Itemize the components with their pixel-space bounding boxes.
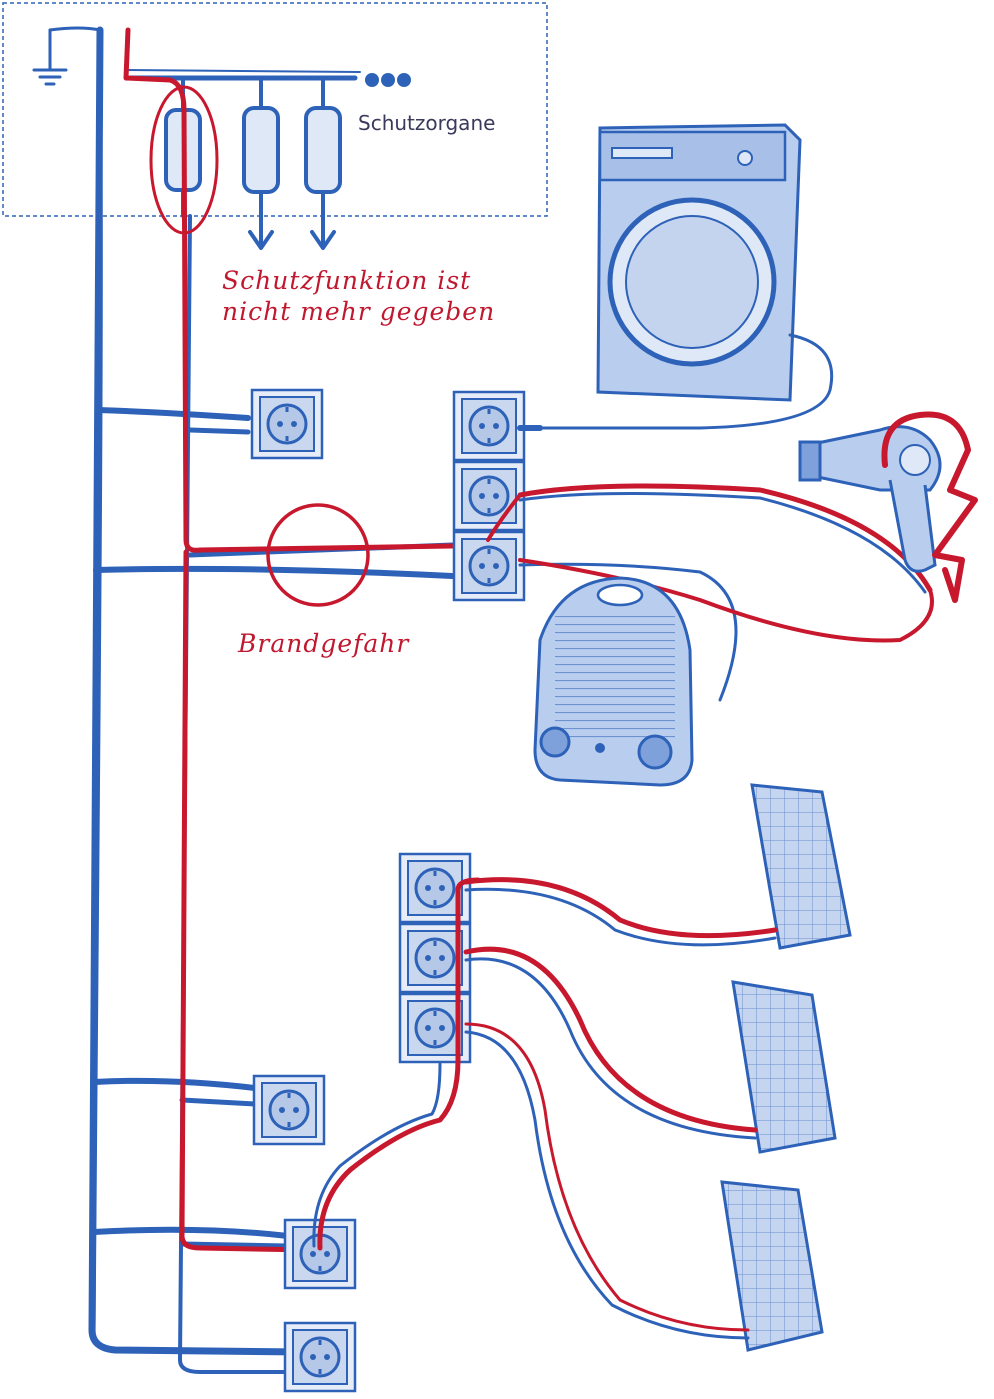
- fuse-icon: [242, 76, 280, 250]
- protection-warning-line1: Schutzfunktion ist: [222, 266, 471, 295]
- ellipsis-dots-icon: [365, 73, 411, 87]
- distribution-box: [2, 2, 548, 217]
- fan-heater-icon: [533, 576, 694, 787]
- red-overload-line: [123, 27, 455, 1253]
- fuse-warning-circle: [149, 85, 219, 235]
- fuse-icon: [304, 76, 342, 250]
- solar-panel-icon: [750, 783, 852, 950]
- solar-panel-icon: [731, 980, 837, 1154]
- socket-icon: [283, 1321, 357, 1393]
- lightning-bolt-icon: [881, 411, 978, 603]
- ground-symbol-icon: [32, 26, 102, 86]
- socket-icon: [452, 390, 526, 462]
- protection-warning-line2: nicht mehr gegeben: [222, 297, 495, 326]
- extension-cord: [312, 877, 481, 1251]
- socket-icon: [250, 388, 324, 460]
- socket-icon: [452, 530, 526, 602]
- fire-hazard-label: Brandgefahr: [237, 629, 410, 658]
- hair-dryer-icon: [798, 425, 942, 573]
- triple-socket-upper: [452, 390, 526, 602]
- socket-icon: [252, 1074, 326, 1146]
- socket-icon: [452, 460, 526, 532]
- protective-devices-label: Schutzorgane: [358, 111, 495, 135]
- solar-panel-cords: [463, 877, 778, 1340]
- fire-hazard-circle: [266, 503, 370, 607]
- solar-panel-icon: [720, 1180, 824, 1352]
- washing-machine-icon: [538, 123, 834, 430]
- appliance-cords: [486, 425, 934, 702]
